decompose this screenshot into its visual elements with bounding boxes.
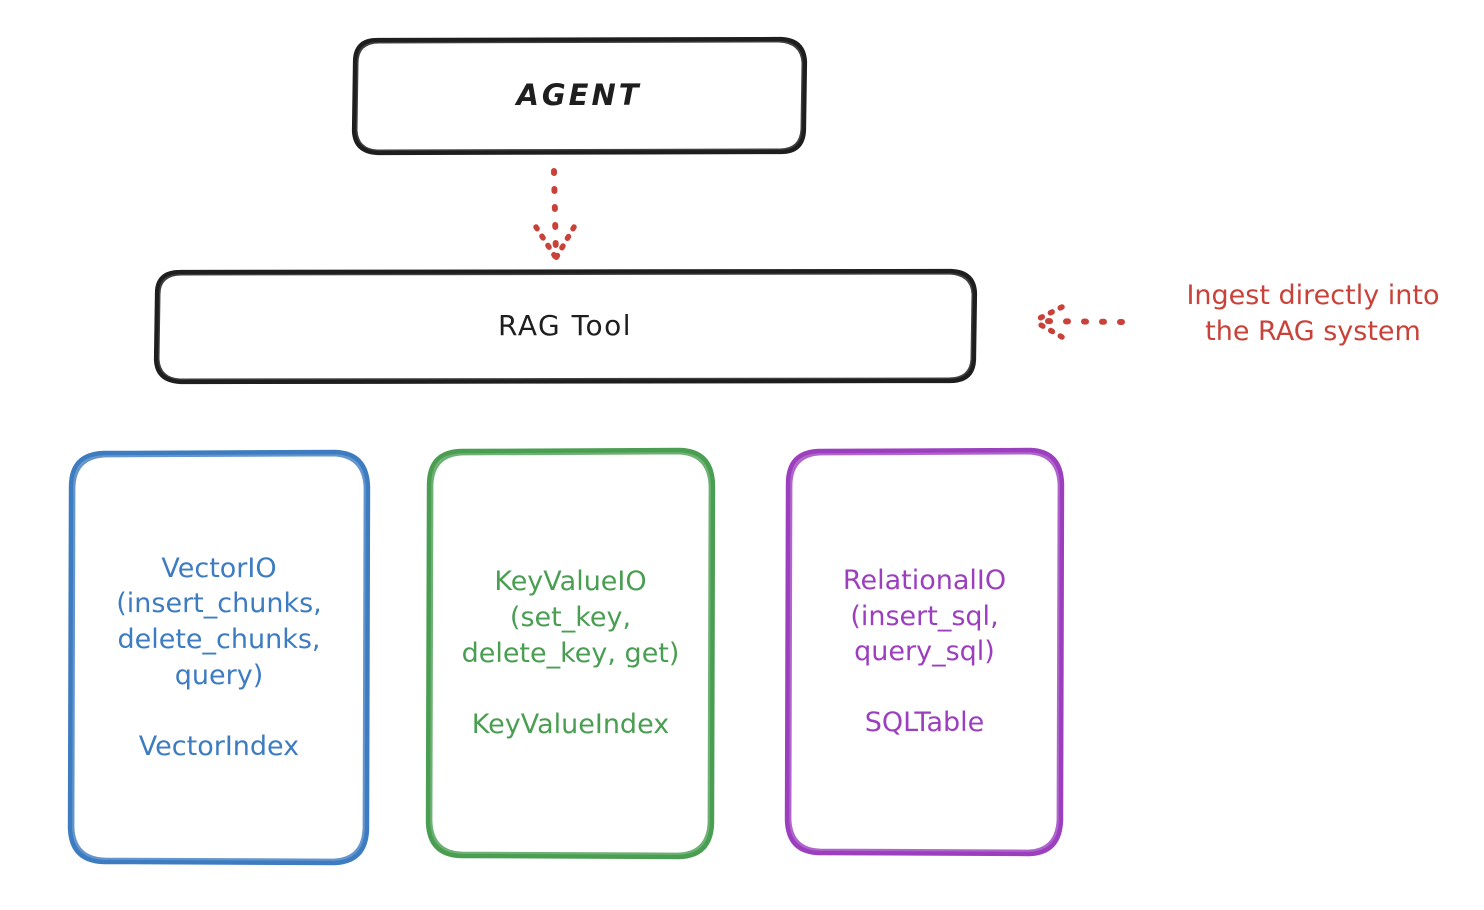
node-key-value-io[interactable]: KeyValueIO (set_key, delete_key, get) Ke… [428,450,713,857]
node-key-value-io-label: KeyValueIO (set_key, delete_key, get) Ke… [461,566,680,740]
annotation-ingest-note: Ingest directly into the RAG system [1186,280,1440,347]
agent-to-rag-tool-arrow [533,168,577,261]
node-rag-tool[interactable]: RAG Tool [155,270,975,383]
node-agent[interactable]: AGENT [353,38,805,154]
ingest-note-arrow [1031,304,1125,340]
node-agent-label: AGENT [516,78,642,113]
node-vector-io-label: VectorIO (insert_chunks, delete_chunks, … [116,552,322,762]
node-relational-io-label: RelationalIO (insert_sql, query_sql) SQL… [842,564,1007,739]
node-relational-io[interactable]: RelationalIO (insert_sql, query_sql) SQL… [787,450,1062,854]
node-vector-io[interactable]: VectorIO (insert_chunks, delete_chunks, … [70,452,368,863]
node-rag-tool-label: RAG Tool [498,309,632,343]
